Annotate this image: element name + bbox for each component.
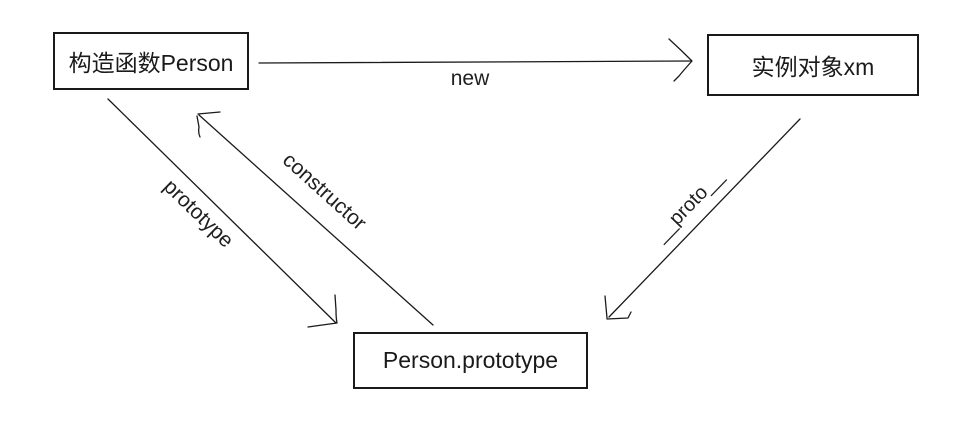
instance-object-label: 实例对象xm (751, 54, 875, 80)
new-edge-label: new (450, 67, 490, 90)
constructor-function-box: 构造函数Person (53, 32, 249, 90)
proto-arrow-line (608, 118, 801, 318)
new-arrowhead (668, 38, 693, 82)
new-arrow-line (258, 60, 692, 64)
prototype-arrowhead (307, 294, 338, 328)
constructor-arrow-line (198, 114, 434, 326)
prototype-arrow-line (107, 98, 337, 324)
constructor-arrowhead (196, 111, 221, 138)
prototype-object-label: Person.prototype (382, 347, 559, 373)
instance-object-box: 实例对象xm (707, 34, 919, 96)
prototype-object-box: Person.prototype (353, 332, 588, 389)
proto-arrowhead (604, 295, 632, 320)
constructor-function-label: 构造函数Person (68, 50, 234, 76)
